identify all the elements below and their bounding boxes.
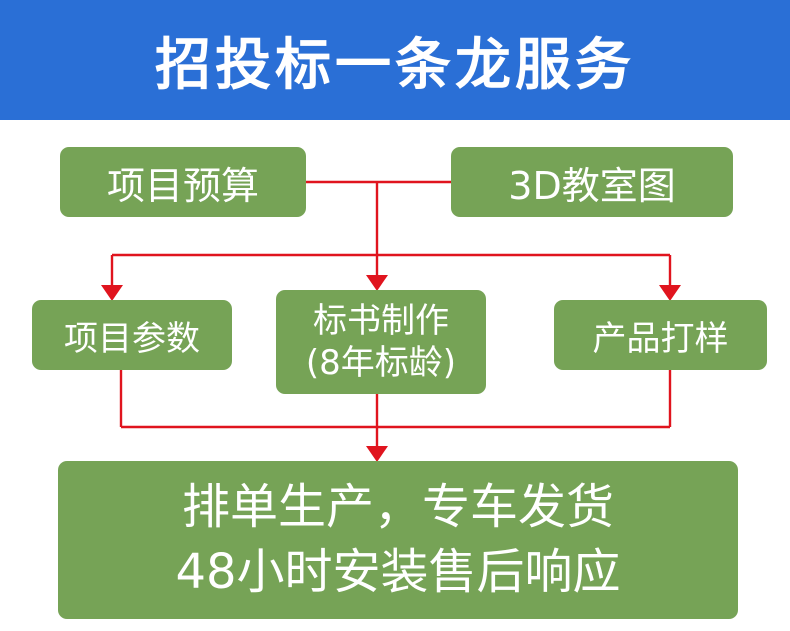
node-3d-classroom: 3D教室图 xyxy=(451,147,733,217)
node-product-sample-label: 产品打样 xyxy=(592,318,729,359)
node-project-parameters-label: 项目参数 xyxy=(64,318,200,359)
node-3d-classroom-label: 3D教室图 xyxy=(508,163,676,208)
node-product-sample: 产品打样 xyxy=(554,300,767,370)
node-project-budget-label: 项目预算 xyxy=(106,163,259,208)
arrowhead-bid xyxy=(366,275,388,291)
node-production-delivery: 排单生产，专车发货 48小时安装售后响应 xyxy=(58,461,738,619)
node-bid-document: 标书制作 (8年标龄) xyxy=(276,290,486,394)
header-banner: 招投标一条龙服务 xyxy=(0,0,790,120)
arrowhead-params xyxy=(101,285,123,301)
node-project-budget: 项目预算 xyxy=(60,147,306,217)
node-bid-document-line2: (8年标龄) xyxy=(305,343,457,383)
arrowhead-final xyxy=(366,446,388,462)
node-production-delivery-line2: 48小时安装售后响应 xyxy=(175,544,621,600)
node-project-parameters: 项目参数 xyxy=(32,300,232,370)
page-title: 招投标一条龙服务 xyxy=(155,32,635,98)
node-bid-document-line1: 标书制作 xyxy=(313,300,449,341)
node-production-delivery-line1: 排单生产，专车发货 xyxy=(181,479,614,536)
arrowhead-sample xyxy=(659,285,681,301)
